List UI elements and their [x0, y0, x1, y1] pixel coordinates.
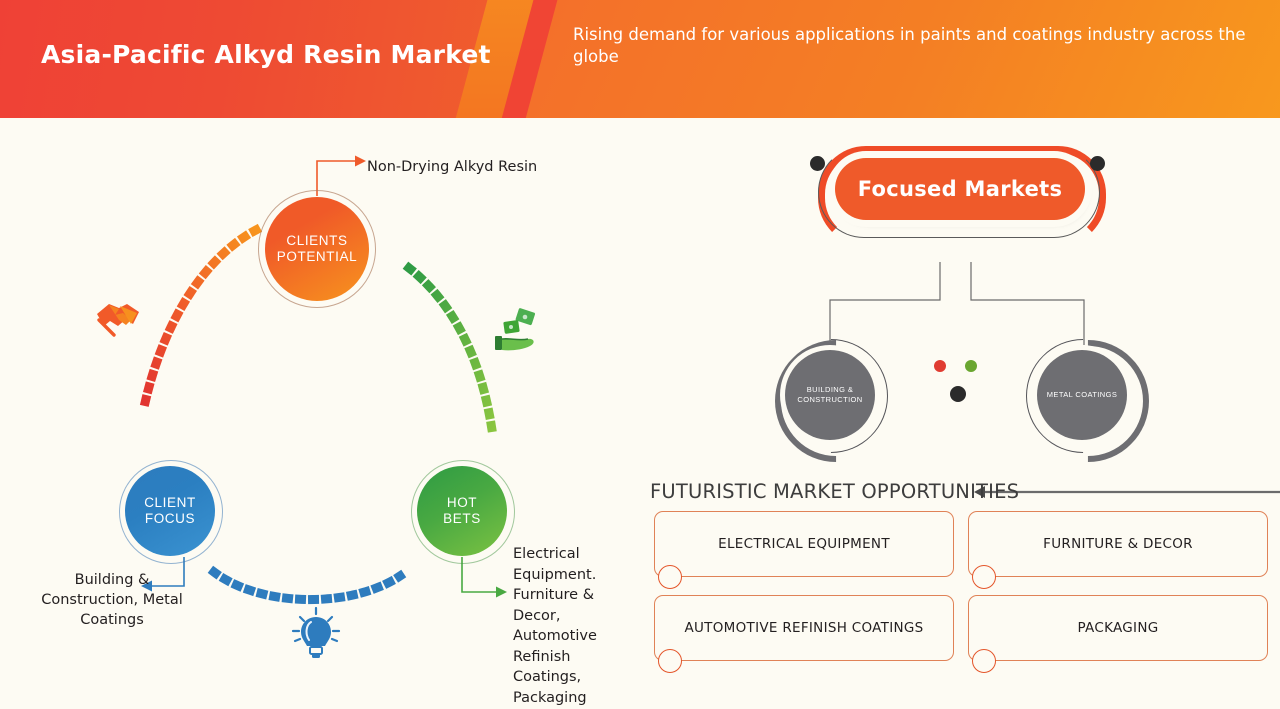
arrowhead-hot-bets	[496, 586, 507, 598]
metal-coatings-line1: METAL COATINGS	[1046, 389, 1118, 399]
opportunity-knob-packaging	[972, 649, 996, 673]
focused-markets-outline-arc	[818, 146, 1100, 238]
lightbulb-icon	[291, 606, 341, 658]
center-dot-decoration	[950, 386, 966, 402]
building-construction-line2: CONSTRUCTION	[797, 395, 863, 404]
market-metal-coatings[interactable]: METAL COATINGS	[1037, 350, 1127, 440]
opportunity-knob-electrical-equipment	[658, 565, 682, 589]
client-focus-label-line2: FOCUS	[144, 511, 196, 526]
callout-client-focus: Building & Construction, Metal Coatings	[41, 572, 183, 628]
page-subtitle: Rising demand for various applications i…	[573, 25, 1246, 67]
handshake-icon	[97, 304, 139, 337]
focused-markets-title[interactable]: Focused Markets	[835, 158, 1085, 220]
page-header: Asia-Pacific Alkyd Resin Market Rising d…	[0, 0, 1280, 118]
opportunity-card-automotive-refinish-coatings[interactable]: AUTOMOTIVE REFINISH COATINGS	[654, 595, 954, 661]
money-in-hand-icon	[495, 308, 536, 351]
bubble-client-focus[interactable]: CLIENT FOCUS	[125, 466, 215, 556]
clients-potential-label-line1: CLIENTS	[286, 232, 348, 248]
page-title: Asia-Pacific Alkyd Resin Market	[41, 40, 491, 69]
pin-green-icon	[965, 360, 977, 372]
clients-potential-label-line2: POTENTIAL	[276, 249, 358, 264]
hot-bets-label-line1: HOT	[446, 494, 478, 510]
opportunity-card-furniture-decor[interactable]: FURNITURE & DECOR	[968, 511, 1268, 577]
opportunity-card-packaging[interactable]: PACKAGING	[968, 595, 1268, 661]
bubble-hot-bets[interactable]: HOT BETS	[417, 466, 507, 556]
focused-markets-dot-right	[1090, 156, 1105, 171]
building-construction-line1: BUILDING &	[806, 384, 854, 394]
opportunity-knob-automotive-refinish-coatings	[658, 649, 682, 673]
market-building-construction[interactable]: BUILDING & CONSTRUCTION	[785, 350, 875, 440]
focused-markets-dot-left	[810, 156, 825, 171]
focused-markets-panel: Focused Markets BUILDING & CONSTRUCTION …	[640, 118, 1280, 680]
dotted-arc-orange	[137, 223, 263, 418]
focused-markets-badge: Focused Markets	[810, 146, 1110, 246]
opportunity-knob-furniture-decor	[972, 565, 996, 589]
callout-non-drying-alkyd-resin: Non-Drying Alkyd Resin	[367, 159, 538, 175]
arrowhead-clients-potential	[355, 155, 366, 167]
opportunities-title: FUTURISTIC MARKET OPPORTUNITIES	[650, 480, 1020, 503]
opportunity-card-electrical-equipment[interactable]: ELECTRICAL EQUIPMENT	[654, 511, 954, 577]
client-focus-label-line1: CLIENT	[144, 494, 196, 510]
bubble-clients-potential[interactable]: CLIENTS POTENTIAL	[265, 197, 369, 301]
callout-hot-bets: Electrical Equipment. Furniture & Decor,…	[513, 546, 597, 707]
pin-red-icon	[934, 360, 946, 372]
hot-bets-label-line2: BETS	[443, 511, 481, 526]
dotted-arc-green	[402, 261, 499, 443]
dotted-arc-blue	[207, 565, 407, 604]
